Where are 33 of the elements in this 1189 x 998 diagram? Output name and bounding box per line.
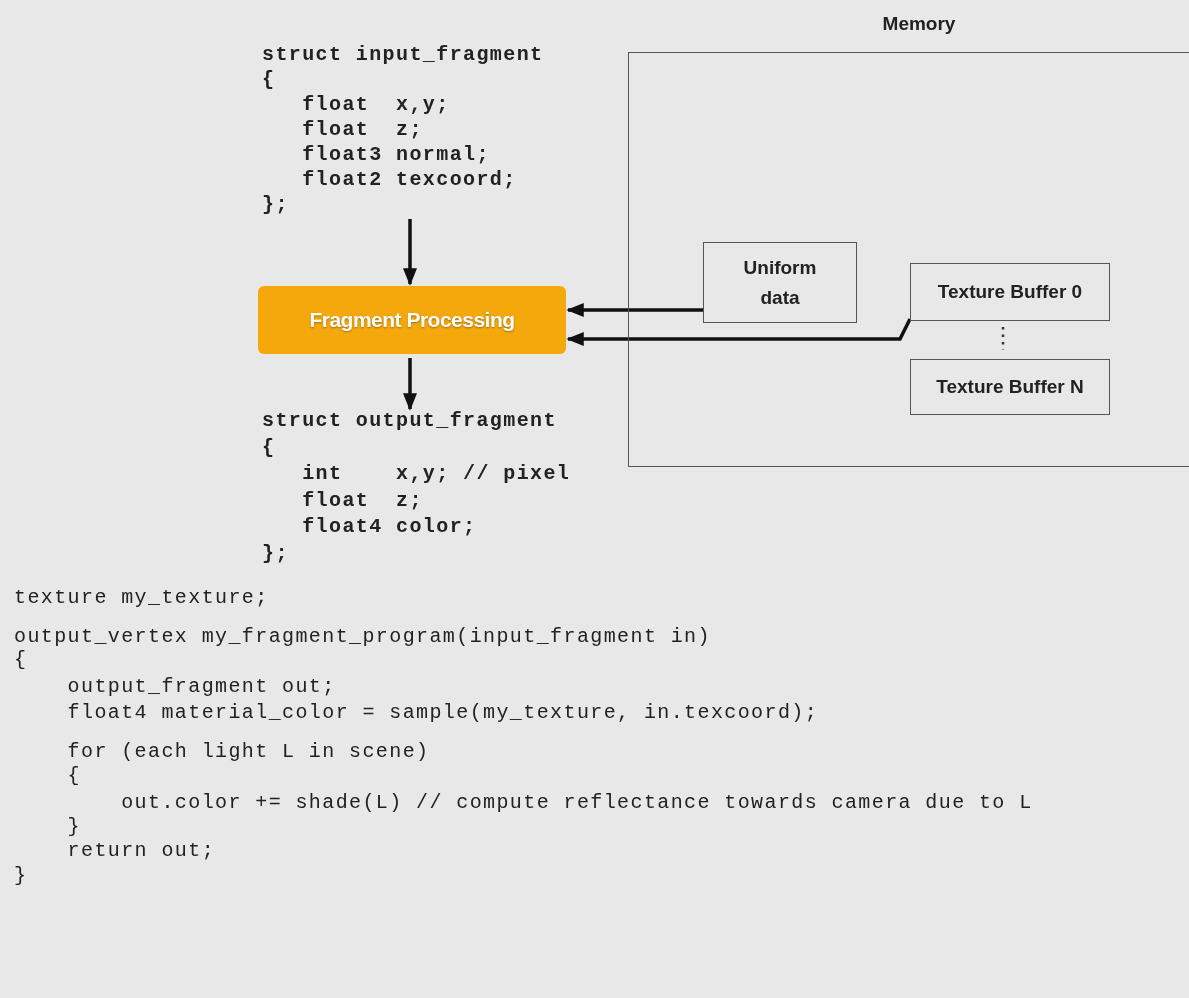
code-line: float4 material_color = sample(my_texture, in.texcoord); (66, 703, 819, 723)
arrow (403, 358, 417, 411)
buffer-box: Texture Buffer 0 (910, 263, 1110, 321)
code-line: float2 texcoord; (301, 170, 517, 190)
code-line: texture my_texture; (14, 588, 269, 608)
code-line: float3 normal; (301, 145, 490, 165)
code-line: }; (262, 543, 289, 564)
buffer-box: Uniform data (703, 242, 857, 323)
code-line: return out; (66, 841, 216, 861)
code-line: } (66, 817, 81, 837)
arrow (566, 303, 703, 317)
process-box: Fragment Processing (258, 286, 566, 354)
buffer-box: Texture Buffer N (910, 359, 1110, 415)
code-line: output_fragment out; (66, 677, 336, 697)
code-line: output_vertex my_fragment_program(input_fragment in) (14, 627, 711, 647)
code-line: for (each light L in scene) (66, 742, 430, 762)
code-line: } (14, 866, 28, 886)
code-line: struct input_fragment (262, 45, 544, 65)
code-line: float z; (301, 120, 423, 140)
code-line: out.color += shade(L) // compute reflectance towards camera due to L (120, 793, 1033, 813)
code-line: { (66, 766, 81, 786)
code-line: float z; (301, 490, 423, 511)
code-line: }; (262, 195, 289, 215)
code-line: { (262, 70, 276, 90)
arrow (566, 318, 912, 346)
code-line: struct output_fragment (262, 411, 557, 431)
code-line: float x,y; (301, 95, 450, 115)
code-line: float4 color; (301, 517, 477, 537)
code-line: { (262, 437, 276, 458)
code-line: { (14, 650, 28, 670)
code-line: int x,y; // pixel (301, 464, 571, 484)
panel-title: Memory (881, 13, 957, 35)
arrow (403, 219, 417, 286)
